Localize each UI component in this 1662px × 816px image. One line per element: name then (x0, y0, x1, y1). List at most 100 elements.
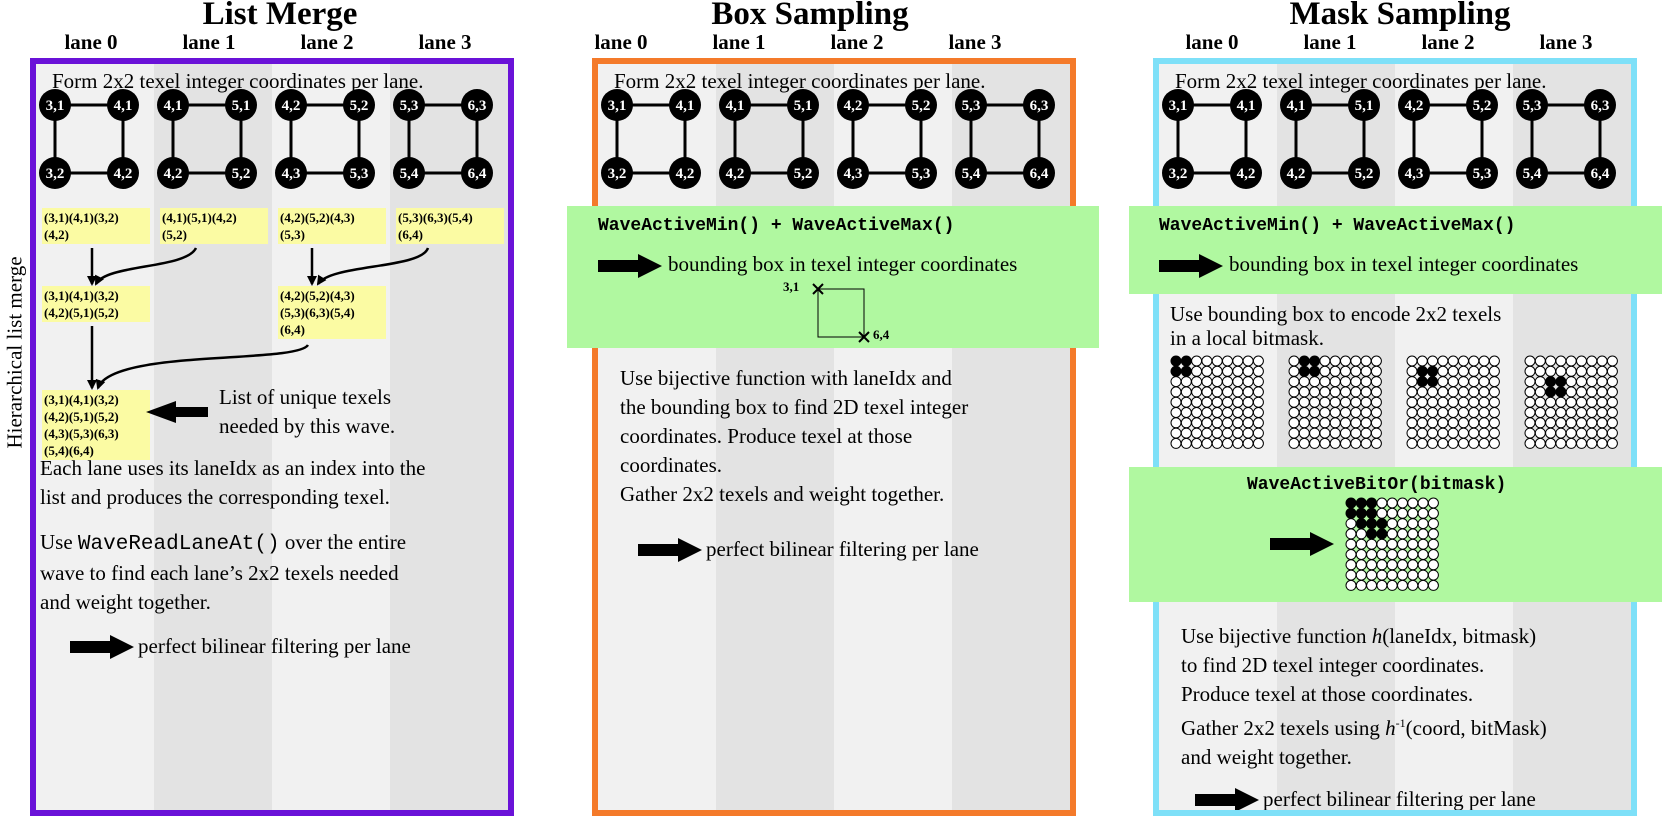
texel-coord-label: 4,2 (1405, 98, 1424, 114)
bitmask-bit (1232, 417, 1244, 429)
bitmask-bit (1427, 407, 1439, 418)
bitmask-bit (1376, 559, 1388, 571)
bitmask-bit (1329, 437, 1341, 449)
texel-node (955, 157, 987, 189)
paragraph-line: Each lane uses its laneIdx as an index i… (40, 456, 426, 480)
bitmask-bit (1458, 396, 1469, 408)
texel-coord-label: 4,2 (282, 98, 301, 114)
texel-node (955, 89, 987, 121)
bitmask-bit (1407, 549, 1419, 560)
min-max-band: WaveActiveMin() + WaveActiveMax() boundi… (1129, 206, 1662, 294)
bitmask-bit (1468, 376, 1480, 388)
bitmask-bit (1350, 417, 1362, 429)
texel-node (1023, 157, 1055, 189)
list-line: (6,4) (280, 322, 305, 337)
bitmask-bit (1345, 528, 1357, 540)
bitmask-bit (1606, 355, 1618, 367)
bitmask-bit (1416, 437, 1428, 449)
bitmask-bit (1417, 538, 1429, 550)
texel-coord-label: 3,1 (46, 98, 65, 114)
bitmask-bit (1340, 386, 1351, 398)
bitmask-bit (1319, 376, 1331, 388)
list-line: (4,1)(5,1)(4,2) (162, 210, 237, 225)
bitmask-bit (1417, 518, 1429, 530)
bitmask-bit (1565, 365, 1577, 377)
bitmask-bit (1360, 365, 1372, 377)
paragraph-line: wave to find each lane’s 2x2 texels need… (40, 561, 399, 585)
bitmask-bit (1345, 569, 1357, 581)
bitmask-bit-set (1355, 497, 1367, 509)
lane-index-paragraph: Each lane uses its laneIdx as an index i… (40, 454, 425, 512)
list-line: (4,2)(5,1)(5,2) (44, 409, 119, 424)
bitmask-bit (1222, 355, 1233, 367)
texel-coord-label: 6,3 (1030, 98, 1049, 114)
bitmask-bit (1427, 579, 1439, 591)
texel-node (39, 89, 71, 121)
form-coordinates-text: Form 2x2 texel integer coordinates per l… (1175, 69, 1547, 93)
bitmask-bit (1191, 386, 1203, 398)
bitmask-bit (1191, 396, 1203, 408)
texel-coord-label: 5,2 (794, 166, 813, 182)
texel-node (107, 89, 139, 121)
texel-coord-label: 4,2 (164, 166, 183, 182)
bitmask-bit (1201, 417, 1213, 429)
bitmask-bit (1319, 417, 1331, 429)
bitmask-bit (1478, 365, 1490, 377)
bitmask-bit (1468, 437, 1480, 449)
bitmask-bit (1606, 427, 1618, 439)
bitmask-bit (1416, 407, 1428, 418)
paragraph-line: Use bijective function h(laneIdx, bitmas… (1181, 622, 1547, 651)
merge-arrows (87, 247, 430, 423)
bitmask-bit (1340, 427, 1351, 439)
bitmask-bit (1427, 559, 1439, 571)
bitmask-bit (1447, 407, 1459, 418)
paragraph-text: over the entire (279, 530, 407, 554)
bitmask-bit-set (1376, 518, 1388, 530)
bitmask-bit (1201, 396, 1213, 408)
bitmask-bit (1355, 569, 1367, 581)
bitmask-bit (1534, 355, 1546, 367)
bitmask-bit-set (1376, 528, 1388, 540)
bitmask-bit (1545, 407, 1557, 418)
bitmask-bit (1252, 386, 1264, 398)
bitmask-bit (1586, 407, 1598, 418)
bitmask-bit (1319, 437, 1331, 449)
bitmask-bit (1366, 559, 1378, 571)
texel-coord-label: 4,2 (1237, 166, 1256, 182)
h-function: h (1371, 624, 1383, 648)
paragraph-line: list and produces the corresponding texe… (40, 485, 390, 509)
bitmask-bit (1397, 538, 1408, 550)
texel-coord-label: 5,3 (400, 98, 419, 114)
bitmask-bit (1596, 355, 1608, 367)
mask-sampling-title: Mask Sampling (1289, 0, 1511, 32)
bitmask-bit (1298, 437, 1310, 449)
texel-node (393, 89, 425, 121)
bitmask-bit (1555, 437, 1567, 449)
bitmask-bit (1370, 396, 1382, 408)
bitmask-bit (1458, 427, 1469, 439)
bitmask-bit (1191, 417, 1203, 429)
bitmask-bit (1309, 376, 1321, 388)
bitmask-bit (1468, 386, 1480, 398)
texel-node (601, 89, 633, 121)
bitmask-bit (1488, 407, 1500, 418)
bitmask-bit (1397, 497, 1408, 509)
bitmask-bit (1191, 437, 1203, 449)
bitmask-bit (1447, 437, 1459, 449)
bitmask-bit (1596, 427, 1608, 439)
bitmask-bit (1298, 427, 1310, 439)
lane-list: (4,1)(5,1)(4,2) (5,2) (160, 208, 268, 244)
bitmask-bit (1329, 376, 1341, 388)
texel-node (787, 89, 819, 121)
bitmask-bit (1242, 427, 1254, 439)
lane-label: lane 2 (300, 30, 354, 54)
bitmask-bit (1437, 427, 1449, 439)
bijective-h-paragraph: Use bijective function h(laneIdx, bitmas… (1181, 622, 1547, 772)
texel-coord-label: 4,3 (844, 166, 863, 182)
bitmask-bit (1340, 407, 1351, 418)
bitmask-bit (1427, 507, 1439, 519)
bitmask-bit (1524, 355, 1536, 367)
